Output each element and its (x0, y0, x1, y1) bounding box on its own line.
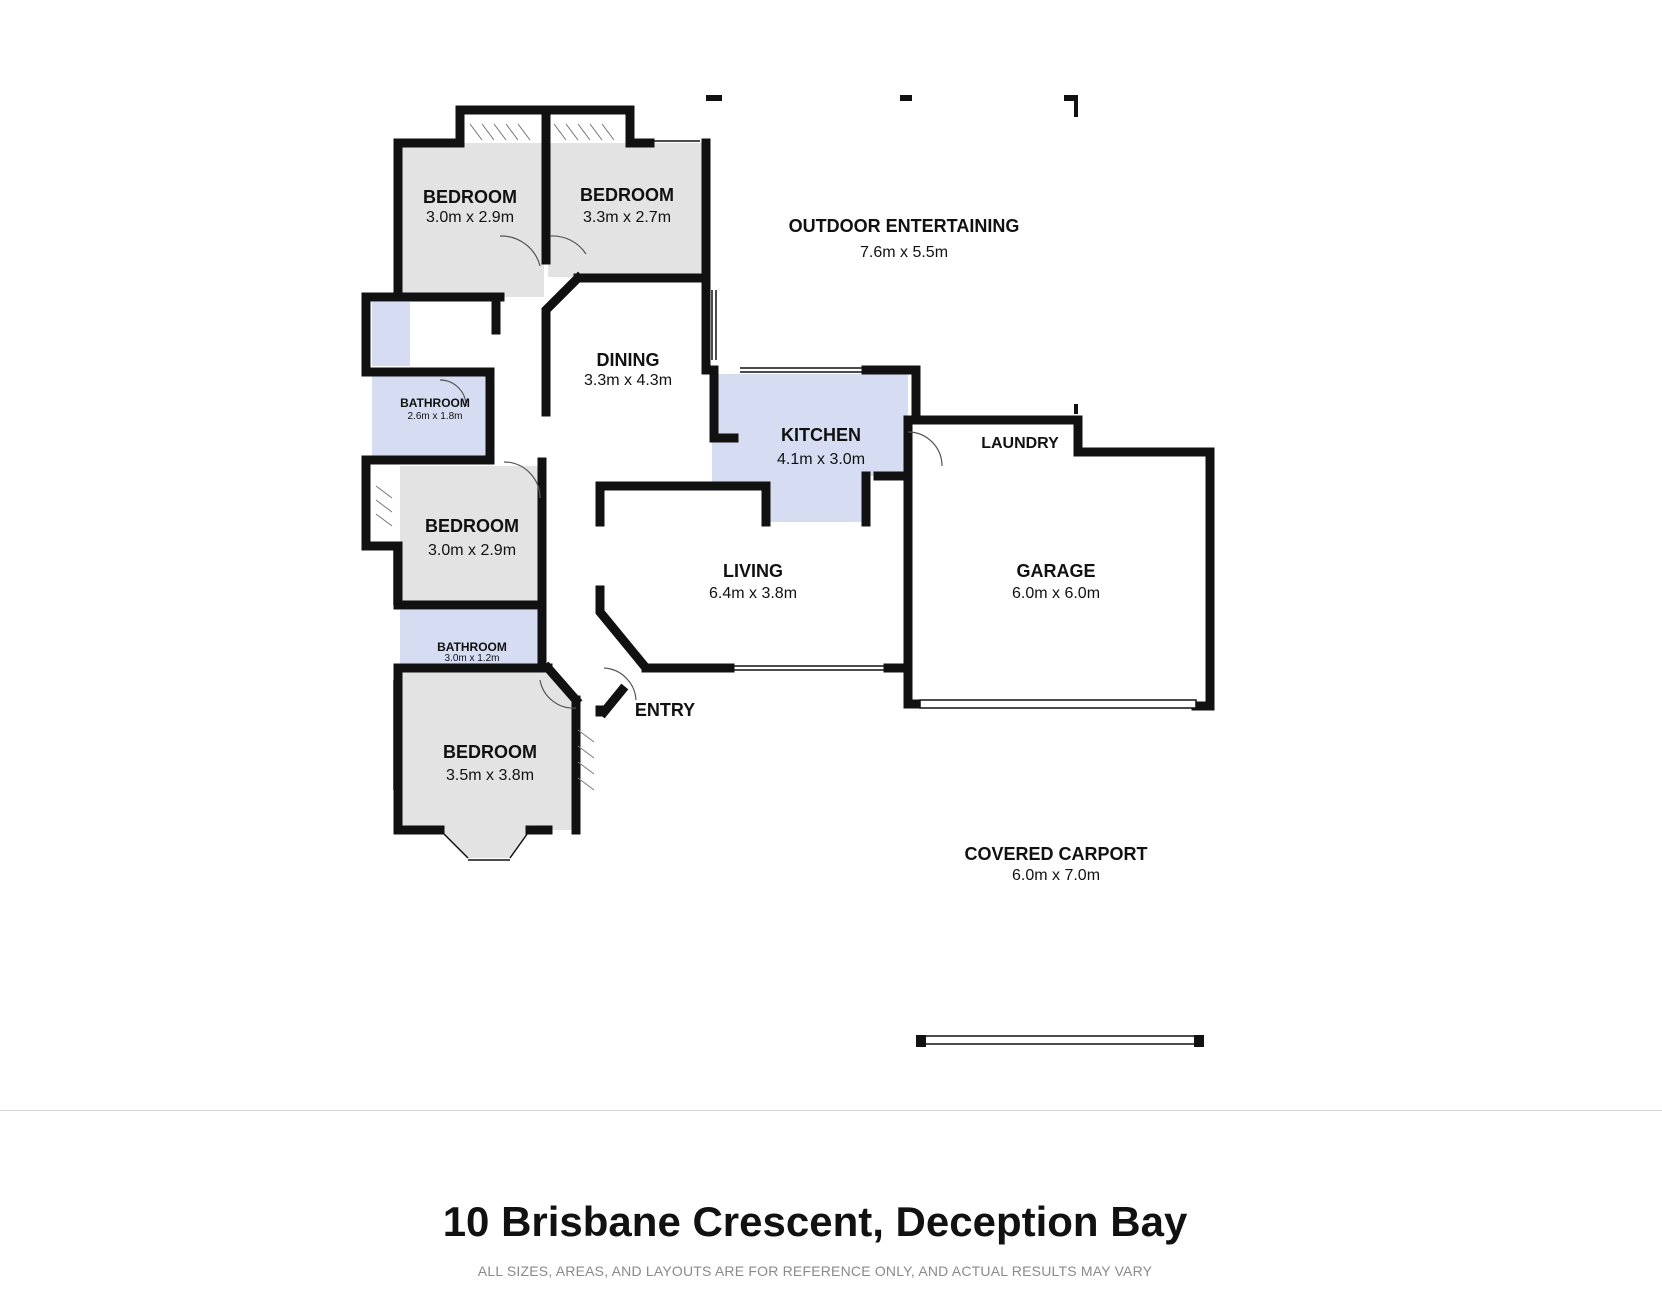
bedroom-w-fill (400, 466, 540, 604)
room-dims-kitchen: 4.1m x 3.0m (777, 451, 865, 468)
room-dims-bathroom-main: 2.6m x 1.8m (407, 411, 462, 422)
room-name-bathroom-ens: BATHROOM (437, 640, 507, 654)
room-dims-bedroom-sw: 3.5m x 3.8m (446, 767, 534, 784)
room-fills (372, 143, 908, 858)
room-name-bedroom-sw: BEDROOM (443, 742, 537, 762)
room-name-bedroom-n: BEDROOM (580, 185, 674, 205)
room-name-garage: GARAGE (1016, 561, 1095, 581)
kitchen-fill (712, 374, 908, 522)
walls (361, 105, 1215, 835)
property-address: 10 Brisbane Crescent, Deception Bay (442, 1198, 1188, 1245)
room-dims-garage: 6.0m x 6.0m (1012, 585, 1100, 602)
room-name-carport: COVERED CARPORT (964, 844, 1147, 864)
wardrobes (375, 123, 615, 791)
room-dims-living: 6.4m x 3.8m (709, 585, 797, 602)
room-dims-bedroom-n: 3.3m x 2.7m (583, 209, 671, 226)
room-name-living: LIVING (723, 561, 783, 581)
room-name-bedroom-w: BEDROOM (425, 516, 519, 536)
room-dims-bedroom-nw: 3.0m x 2.9m (426, 209, 514, 226)
room-name-dining: DINING (597, 350, 660, 370)
bedroom-nw-fill (398, 143, 544, 297)
doors (439, 235, 943, 709)
footer-divider (0, 1110, 1662, 1111)
bedroom-sw-fill (398, 672, 576, 858)
disclaimer: ALL SIZES, AREAS, AND LAYOUTS ARE FOR RE… (477, 1263, 1153, 1279)
room-name-bedroom-nw: BEDROOM (423, 187, 517, 207)
bedroom-n-fill (548, 143, 706, 277)
bathroom-ens-fill (400, 610, 542, 668)
room-dims-carport: 6.0m x 7.0m (1012, 867, 1100, 884)
room-labels: BEDROOM 3.0m x 2.9m BEDROOM 3.3m x 2.7m … (400, 185, 1147, 884)
room-name-outdoor: OUTDOOR ENTERTAINING (789, 216, 1020, 236)
room-dims-outdoor: 7.6m x 5.5m (860, 244, 948, 261)
posts (706, 95, 1204, 1047)
toilet-fill (372, 302, 410, 366)
floor-plan: BEDROOM 3.0m x 2.9m BEDROOM 3.3m x 2.7m … (361, 95, 1215, 1047)
room-dims-bathroom-ens: 3.0m x 1.2m (444, 653, 499, 664)
room-name-bathroom-main: BATHROOM (400, 396, 470, 410)
room-name-kitchen: KITCHEN (781, 425, 861, 445)
room-dims-dining: 3.3m x 4.3m (584, 372, 672, 389)
bathroom-main-fill (372, 372, 490, 460)
room-name-laundry: LAUNDRY (981, 435, 1059, 452)
room-dims-bedroom-w: 3.0m x 2.9m (428, 542, 516, 559)
windows (393, 140, 1197, 1045)
room-name-entry: ENTRY (635, 700, 695, 720)
